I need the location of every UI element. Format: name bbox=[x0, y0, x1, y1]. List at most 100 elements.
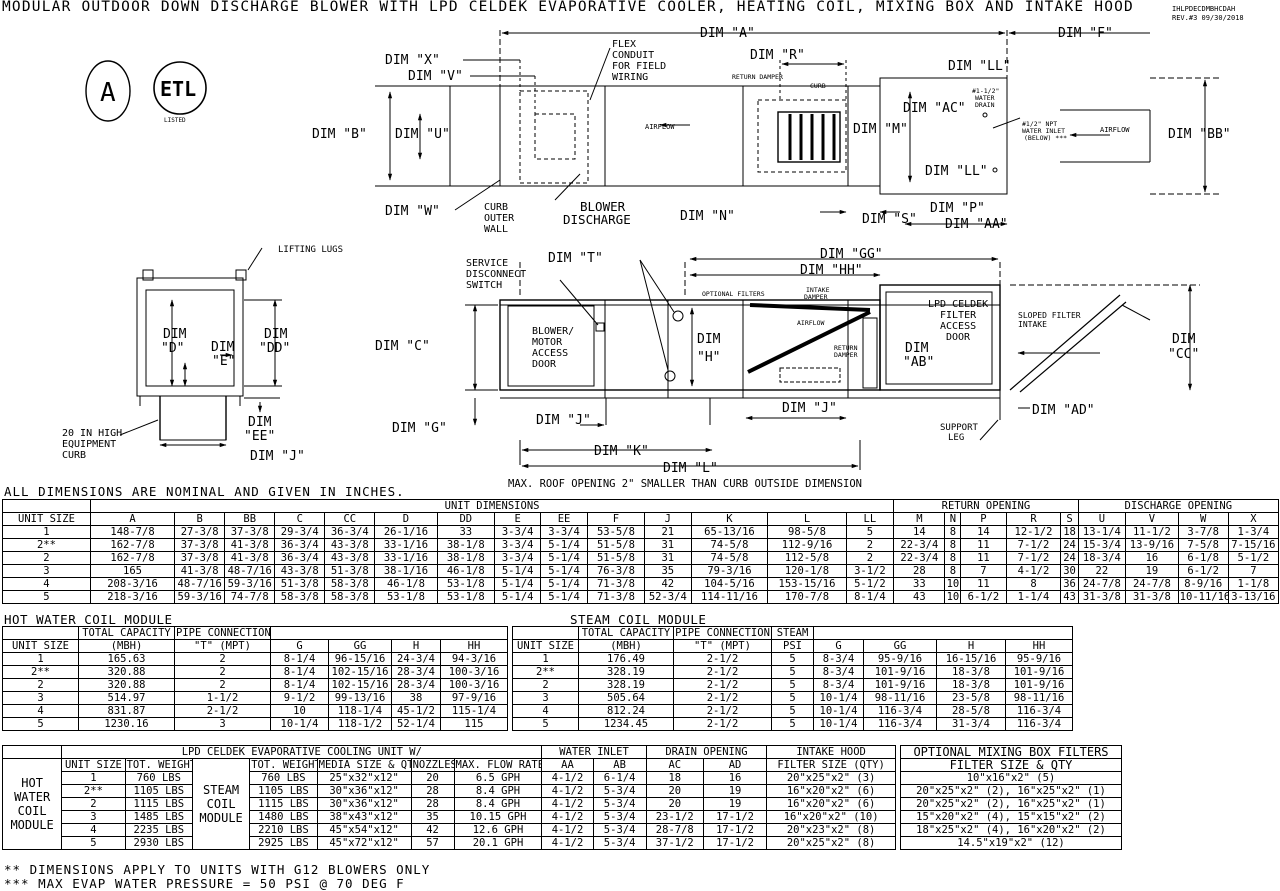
dim-ll-label-2: DIM "LL" bbox=[925, 164, 988, 179]
side-view-text: DIM "GG" DIM "HH" DIM "T" DIM "C" DIM "H… bbox=[375, 247, 1199, 476]
table-cell: 74-5/8 bbox=[690, 551, 769, 565]
table-cell: 38-1/8 bbox=[436, 538, 495, 552]
table-cell: 101-9/16 bbox=[863, 678, 937, 692]
table-cell: 2-1/2 bbox=[673, 691, 772, 705]
etl-logo-letters: ETL bbox=[160, 77, 196, 101]
dim-col-header: L bbox=[767, 512, 847, 526]
table-cell: 1 bbox=[61, 771, 126, 785]
table-cell: 320.88 bbox=[78, 678, 175, 692]
table-cell: 20 bbox=[645, 797, 704, 811]
table-cell: 6-1/8 bbox=[1177, 551, 1229, 565]
drain-note-3: DRAIN bbox=[975, 101, 995, 109]
table-cell: 37-3/8 bbox=[174, 538, 226, 552]
table-cell: 114-11/16 bbox=[690, 590, 769, 604]
steam-col-header: "T" (MPT) bbox=[673, 639, 772, 653]
table-cell: 118-1/4 bbox=[328, 704, 392, 718]
table-cell: 3-7/8 bbox=[1177, 525, 1229, 539]
dim-hh-label: DIM "HH" bbox=[800, 263, 863, 278]
table-cell: 46-1/8 bbox=[436, 564, 495, 578]
table-cell: 5 bbox=[771, 678, 814, 692]
table-cell: 5 bbox=[771, 652, 814, 666]
table-cell: 31 bbox=[644, 551, 692, 565]
blower-discharge-note-2: DISCHARGE bbox=[563, 212, 631, 227]
nominal-dimensions-note: ALL DIMENSIONS ARE NOMINAL AND GIVEN IN … bbox=[4, 484, 405, 499]
steam-col-header: UNIT SIZE bbox=[512, 639, 579, 653]
table-cell: 5-3/4 bbox=[592, 823, 647, 837]
table-cell: 31 bbox=[644, 538, 692, 552]
filter-door-note-4: DOOR bbox=[946, 332, 971, 343]
table-cell: 1 bbox=[2, 525, 91, 539]
table-cell: 2-1/2 bbox=[673, 704, 772, 718]
hw-total-capacity-header: TOTAL CAPACITY bbox=[78, 626, 175, 640]
table-cell: 26-1/16 bbox=[374, 525, 438, 539]
table-cell: 45-1/2 bbox=[391, 704, 441, 718]
dim-d-label-1: DIM bbox=[163, 327, 187, 342]
hw-header-blank bbox=[270, 626, 508, 640]
hw-col-header: H bbox=[391, 639, 441, 653]
table-cell: 38 bbox=[391, 691, 441, 705]
dim-col-header: A bbox=[89, 512, 176, 526]
table-cell: 10.15 GPH bbox=[453, 810, 543, 824]
mix-col-header: FILTER SIZE & QTY bbox=[900, 758, 1122, 772]
table-cell: 165 bbox=[89, 564, 176, 578]
hw-col-header: (MBH) bbox=[78, 639, 175, 653]
lpd-title-header: LPD CELDEK EVAPORATIVE COOLING UNIT W/ bbox=[61, 745, 543, 759]
revision-label: REV.#3 09/30/2018 bbox=[1172, 14, 1244, 22]
table-cell: 25"x32"x12" bbox=[316, 771, 412, 785]
dim-j-side-label: DIM "J" bbox=[536, 413, 591, 428]
table-cell: 28 bbox=[893, 564, 946, 578]
table-cell: 57 bbox=[410, 836, 455, 850]
table-cell: 17-1/2 bbox=[702, 836, 768, 850]
table-cell: 2-1/2 bbox=[673, 717, 772, 731]
table-cell: 8-3/4 bbox=[813, 665, 864, 679]
table-cell: 5-3/4 bbox=[592, 784, 647, 798]
table-cell: 20"x25"x2" (2), 16"x25"x2" (1) bbox=[900, 797, 1122, 811]
table-cell: 30"x36"x12" bbox=[316, 797, 412, 811]
dim-col-header: N bbox=[944, 512, 962, 526]
table-cell: 43-3/8 bbox=[274, 564, 326, 578]
table-cell: 1115 LBS bbox=[249, 797, 318, 811]
drawing-title: MODULAR OUTDOOR DOWN DISCHARGE BLOWER WI… bbox=[2, 0, 1134, 15]
table-cell: 23-5/8 bbox=[936, 691, 1006, 705]
table-cell: 3-3/4 bbox=[540, 525, 588, 539]
table-row: 15"x20"x2" (4), 15"x15"x2" (2) bbox=[900, 810, 1122, 824]
steam-title: STEAM COIL MODULE bbox=[570, 612, 707, 627]
table-cell: 1 bbox=[512, 652, 579, 666]
table-cell: 1-1/8 bbox=[1227, 577, 1280, 591]
dim-col-header: LL bbox=[845, 512, 895, 526]
dim-e-label-2: "E" bbox=[212, 354, 235, 369]
dim-col-header: CC bbox=[324, 512, 376, 526]
intake-damper-note-2: DAMPER bbox=[804, 293, 828, 301]
table-cell: 170-7/8 bbox=[767, 590, 847, 604]
table-cell: 8.4 GPH bbox=[453, 784, 543, 798]
table-cell: 18-3/8 bbox=[936, 665, 1006, 679]
blower-door-note-3: ACCESS bbox=[532, 348, 568, 359]
steam-col-header: GG bbox=[863, 639, 937, 653]
table-cell: 2 bbox=[174, 652, 271, 666]
table-cell: 42 bbox=[644, 577, 692, 591]
table-cell: 37-3/8 bbox=[224, 525, 276, 539]
table-cell: 2-1/2 bbox=[673, 678, 772, 692]
inlet-note-2: WATER INLET bbox=[1022, 127, 1065, 135]
curb-note: CURB bbox=[810, 82, 826, 90]
hot-module-label-line: MODULE bbox=[10, 818, 54, 832]
lpd-col-header: AC bbox=[645, 758, 704, 772]
table-cell: 36 bbox=[1060, 577, 1079, 591]
dim-col-header: F bbox=[586, 512, 646, 526]
hw-col-header: GG bbox=[328, 639, 392, 653]
curb-height-note-3: CURB bbox=[62, 450, 86, 461]
table-cell: 19 bbox=[1125, 564, 1179, 578]
table-cell: 37-3/8 bbox=[174, 551, 226, 565]
mix-header-row-1: OPTIONAL MIXING BOX FILTERS bbox=[900, 745, 1122, 759]
lpd-intake-hood-header: INTAKE HOOD bbox=[766, 745, 896, 759]
optional-filters-note: OPTIONAL FILTERS bbox=[702, 290, 765, 298]
table-cell: 33-1/16 bbox=[374, 551, 438, 565]
table-cell: 11 bbox=[960, 551, 1007, 565]
support-leg-note-2: LEG bbox=[948, 433, 964, 443]
table-cell: 11 bbox=[960, 577, 1007, 591]
table-cell: 18 bbox=[1060, 525, 1079, 539]
